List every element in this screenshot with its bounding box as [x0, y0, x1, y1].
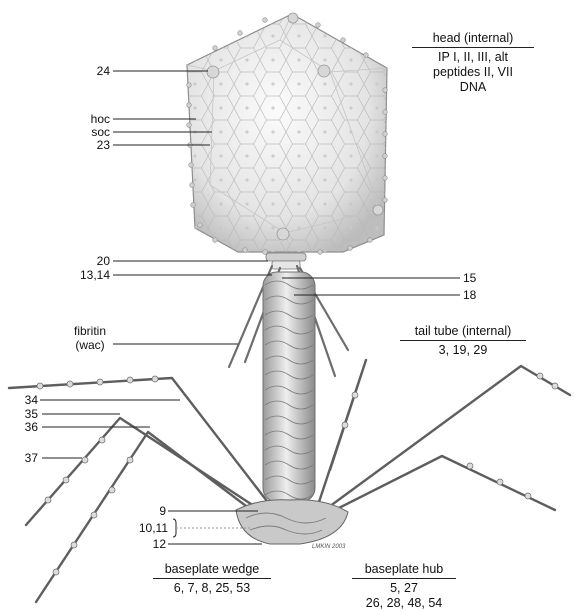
- head-internal-line3: DNA: [412, 80, 534, 95]
- tail-sheath: [263, 272, 315, 502]
- baseplate-wedge-title: baseplate wedge: [153, 562, 271, 579]
- label-37: 37: [14, 451, 38, 465]
- label-34: 34: [14, 393, 38, 407]
- head-internal-line2: peptides II, VII: [412, 65, 534, 80]
- head-internal-line1: IP I, II, III, alt: [412, 50, 534, 65]
- label-wac: (wac): [66, 338, 114, 352]
- label-35: 35: [14, 407, 38, 421]
- baseplate-wedge-caption: baseplate wedge 6, 7, 8, 25, 53: [153, 562, 271, 596]
- baseplate-hub-line1: 5, 27: [352, 581, 456, 596]
- baseplate-hub-title: baseplate hub: [352, 562, 456, 579]
- label-36: 36: [14, 420, 38, 434]
- label-15: 15: [463, 271, 476, 285]
- label-12: 12: [136, 537, 166, 551]
- label-9: 9: [136, 504, 166, 518]
- label-fibritin: fibritin: [66, 324, 114, 338]
- label-18: 18: [463, 288, 476, 302]
- baseplate: [236, 500, 348, 544]
- head-internal-title: head (internal): [412, 31, 534, 48]
- label-24: 24: [86, 64, 110, 78]
- label-23: 23: [86, 138, 110, 152]
- label-hoc: hoc: [76, 112, 110, 126]
- label-10-11: 10,11: [126, 521, 168, 535]
- artist-signature: LMKIN 2003: [312, 544, 345, 551]
- tail-tube-line1: 3, 19, 29: [400, 343, 526, 358]
- label-20: 20: [86, 254, 110, 268]
- tail-tube-title: tail tube (internal): [400, 324, 526, 341]
- label-soc: soc: [76, 125, 110, 139]
- baseplate-hub-line2: 26, 28, 48, 54: [352, 596, 456, 611]
- capsid-head: [187, 13, 388, 254]
- head-internal-caption: head (internal) IP I, II, III, alt pepti…: [412, 31, 534, 95]
- baseplate-wedge-line1: 6, 7, 8, 25, 53: [153, 581, 271, 596]
- baseplate-hub-caption: baseplate hub 5, 27 26, 28, 48, 54: [352, 562, 456, 611]
- tail-tube-caption: tail tube (internal) 3, 19, 29: [400, 324, 526, 358]
- label-13-14: 13,14: [66, 268, 110, 282]
